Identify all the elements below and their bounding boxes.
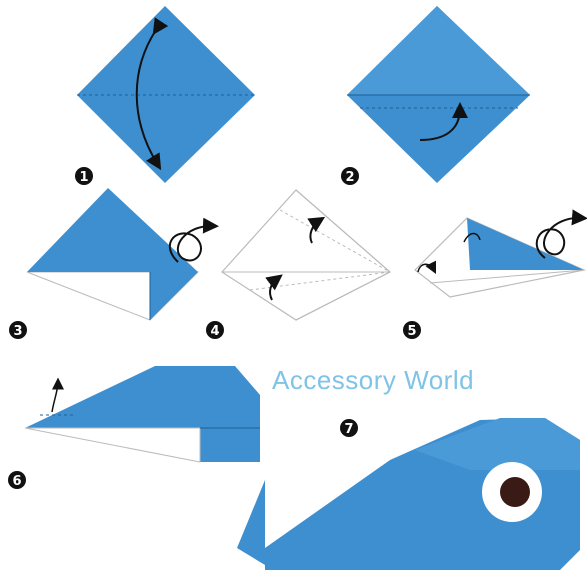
step-2-badge: 2: [341, 167, 359, 185]
step-7-number: 7: [344, 422, 353, 437]
step-1-badge: 1: [75, 167, 93, 185]
watermark-text: Accessory World: [272, 365, 474, 395]
step-2-diagram: [347, 6, 530, 183]
fold-arrow-icon: [52, 382, 58, 412]
step-6-badge: 6: [8, 471, 26, 489]
step-4-diagram: [222, 190, 390, 320]
step-5-badge: 5: [403, 321, 421, 339]
step-5-diagram: [415, 218, 584, 297]
step-5-number: 5: [407, 324, 416, 339]
whale-pupil: [500, 477, 530, 507]
step-2-number: 2: [345, 170, 354, 185]
step-7-badge: 7: [340, 419, 358, 437]
step-1-number: 1: [79, 170, 88, 185]
step-3-number: 3: [13, 324, 22, 339]
step-7-finished-whale: [237, 418, 580, 570]
step-3-diagram: [27, 188, 213, 320]
step-1-diagram: [77, 6, 255, 183]
step-6-diagram: [25, 366, 260, 462]
step-6-number: 6: [12, 474, 21, 489]
step-4-badge: 4: [206, 321, 224, 339]
step-4-number: 4: [210, 324, 219, 339]
step-3-badge: 3: [9, 321, 27, 339]
